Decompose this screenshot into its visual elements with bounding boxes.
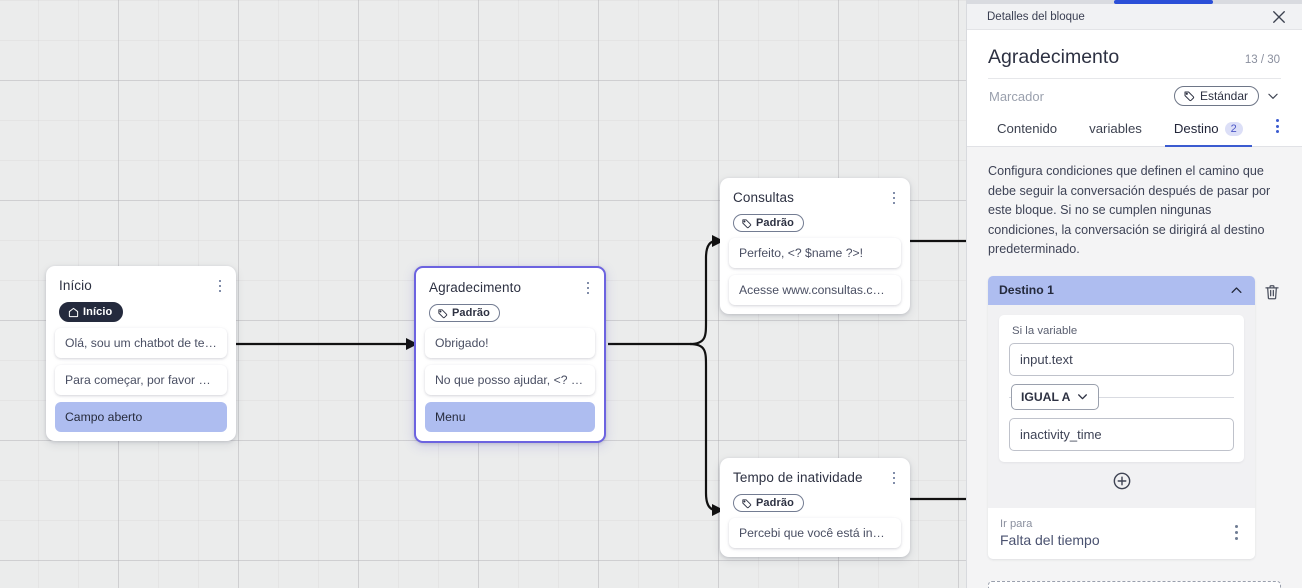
- node-menu-icon[interactable]: [580, 279, 596, 297]
- node-header: Consultas Padrão: [720, 178, 910, 234]
- add-condition-row: [999, 462, 1244, 502]
- panel-tabs: Contenido variables Destino 2: [967, 115, 1302, 147]
- node-tag-label: Padrão: [452, 307, 490, 319]
- destination-card-header[interactable]: Destino 1: [988, 275, 1255, 305]
- node-header: Tempo de inatividade Padrão: [720, 458, 910, 514]
- panel-scrollbar[interactable]: [967, 0, 1302, 4]
- operator-select[interactable]: IGUAL A: [1011, 383, 1100, 410]
- node-message[interactable]: Perfeito, <? $name ?>!: [729, 238, 901, 268]
- node-header: Início Início: [46, 266, 236, 324]
- trash-icon[interactable]: [1263, 282, 1281, 302]
- condition-box: Si la variable input.text IGUAL A: [999, 314, 1244, 462]
- node-message-selected[interactable]: Campo aberto: [55, 402, 227, 432]
- block-title-row: Agradecimento 13 / 30: [967, 30, 1302, 78]
- chevron-down-icon[interactable]: [1266, 89, 1280, 103]
- node-messages: Perfeito, <? $name ?>! Acesse www.consul…: [720, 234, 910, 305]
- goto-label: Ir para: [1000, 517, 1033, 530]
- tag-icon: [1184, 91, 1195, 102]
- condition-label: Si la variable: [1012, 324, 1078, 337]
- node-header: Agradecimento Padrão: [416, 268, 604, 324]
- tab-badge-count: 2: [1224, 121, 1243, 136]
- node-message[interactable]: Percebi que você está inativo. C...: [729, 518, 901, 548]
- node-message-selected[interactable]: Menu: [425, 402, 595, 432]
- node-message[interactable]: Acesse www.consultas.com par...: [729, 275, 901, 305]
- tab-label: variables: [1089, 121, 1142, 136]
- goto-menu-icon[interactable]: [1231, 524, 1242, 541]
- tag-icon: [742, 498, 752, 508]
- tabs-overflow-menu-icon[interactable]: [1266, 115, 1281, 146]
- panel-header-title: Detalles del bloque: [987, 10, 1085, 23]
- node-tag-label: Início: [83, 306, 113, 318]
- node-tag-badge: Padrão: [429, 304, 500, 322]
- node-inicio[interactable]: Início Início Olá, sou um chatbot de tes…: [46, 266, 236, 441]
- tab-contenido[interactable]: Contenido: [988, 115, 1066, 147]
- scrollbar-thumb[interactable]: [1114, 0, 1213, 4]
- tag-icon: [438, 308, 448, 318]
- chevron-up-icon[interactable]: [1229, 283, 1244, 298]
- goto-value: Falta del tiempo: [1000, 531, 1100, 548]
- close-icon[interactable]: [1270, 8, 1288, 26]
- node-title: Agradecimento: [429, 280, 522, 295]
- tab-variables[interactable]: variables: [1080, 115, 1151, 147]
- operator-value: IGUAL A: [1021, 389, 1071, 404]
- node-menu-icon[interactable]: [212, 277, 228, 295]
- character-counter: 13 / 30: [1244, 54, 1280, 66]
- marker-badge[interactable]: Estándar: [1173, 86, 1259, 106]
- marker-control[interactable]: Estándar: [1173, 86, 1280, 106]
- block-details-panel: Detalles del bloque Agradecimento 13 / 3…: [966, 0, 1302, 588]
- node-tag-badge: Padrão: [733, 214, 804, 232]
- tab-label: Contenido: [997, 121, 1058, 136]
- node-tag-badge: Início: [59, 302, 124, 322]
- node-messages: Obrigado! No que posso ajudar, <? $name …: [416, 324, 604, 432]
- plus-circle-icon[interactable]: [1112, 471, 1132, 491]
- node-title: Consultas: [733, 190, 794, 205]
- page-title: Agradecimento: [988, 46, 1120, 68]
- node-tag-label: Padrão: [756, 217, 794, 229]
- variable-input[interactable]: input.text: [1009, 342, 1234, 376]
- tab-destino[interactable]: Destino 2: [1164, 115, 1252, 147]
- marker-row: Marcador Estándar: [988, 78, 1281, 115]
- destination-card: Destino 1 Si la variable input.text IGUA…: [988, 275, 1255, 559]
- node-tag-badge: Padrão: [733, 494, 804, 512]
- panel-header: Detalles del bloque: [967, 4, 1302, 30]
- marker-value: Estándar: [1199, 89, 1248, 103]
- panel-content: Configura condiciones que definen el cam…: [967, 147, 1302, 588]
- node-messages: Percebi que você está inativo. C...: [720, 514, 910, 548]
- chevron-down-icon: [1078, 394, 1088, 400]
- node-menu-icon[interactable]: [886, 469, 902, 487]
- node-agradecimento[interactable]: Agradecimento Padrão Obrigado! No que po…: [414, 266, 606, 443]
- connector-edges: [236, 235, 966, 516]
- home-icon: [68, 307, 79, 317]
- tag-icon: [742, 218, 752, 228]
- node-message[interactable]: Para começar, por favor digite o ...: [55, 365, 227, 395]
- node-message[interactable]: Obrigado!: [425, 328, 595, 358]
- node-tag-label: Padrão: [756, 497, 794, 509]
- node-title: Início: [59, 278, 92, 293]
- node-consultas[interactable]: Consultas Padrão Perfeito, <? $name ?>! …: [720, 178, 910, 314]
- tab-label: Destino: [1173, 121, 1219, 136]
- goto-row[interactable]: Ir para Falta del tiempo: [988, 507, 1255, 559]
- node-message[interactable]: No que posso ajudar, <? $name ...: [425, 365, 595, 395]
- destination-body: Si la variable input.text IGUAL A: [988, 305, 1255, 508]
- destination-title: Destino 1: [999, 283, 1054, 298]
- goto-text: Ir para Falta del tiempo: [1000, 518, 1100, 548]
- node-message[interactable]: Olá, sou um chatbot de teste!: [55, 328, 227, 358]
- marker-label: Marcador: [989, 88, 1044, 104]
- add-destination-button[interactable]: Agregar destino: [988, 580, 1281, 588]
- destination-description: Configura condiciones que definen el cam…: [967, 147, 1302, 260]
- comparison-value-input[interactable]: inactivity_time: [1009, 417, 1234, 451]
- node-title: Tempo de inatividade: [733, 470, 863, 485]
- node-messages: Olá, sou um chatbot de teste! Para começ…: [46, 324, 236, 432]
- node-menu-icon[interactable]: [886, 189, 902, 207]
- node-tempo-de-inatividade[interactable]: Tempo de inatividade Padrão Percebi que …: [720, 458, 910, 557]
- flow-canvas[interactable]: Início Início Olá, sou um chatbot de tes…: [0, 0, 966, 588]
- operator-row: IGUAL A: [1009, 383, 1234, 410]
- destination-section: Destino 1 Si la variable input.text IGUA…: [967, 260, 1302, 559]
